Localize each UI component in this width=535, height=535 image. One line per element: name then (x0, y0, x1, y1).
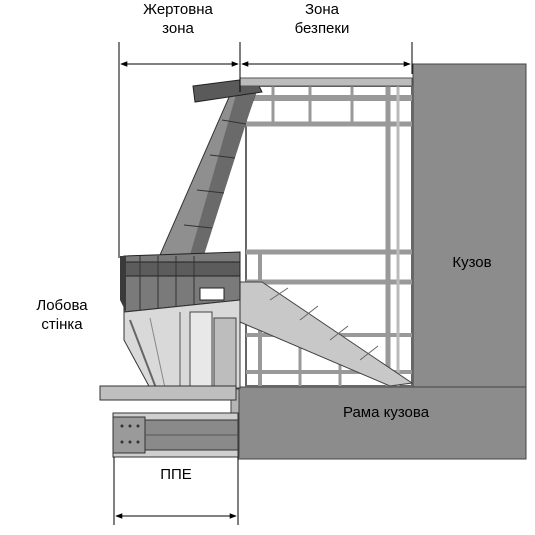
ppe-label: ППЕ (160, 466, 192, 483)
body-frame-block (237, 386, 527, 460)
ppe-block (112, 412, 239, 458)
car-body-block (412, 63, 527, 389)
body-frame-label: Рама кузова (342, 404, 430, 421)
front-wall-label: Лобова стінка (36, 297, 88, 333)
dimension-lines (113, 42, 413, 525)
front-wall-structure (120, 251, 241, 389)
safety-zone-label: Зона безпеки (294, 1, 350, 37)
sacrificial-zone-label: Жертовна зона (143, 1, 213, 37)
body-label: Кузов (452, 254, 492, 271)
bottom-platform (99, 385, 237, 401)
